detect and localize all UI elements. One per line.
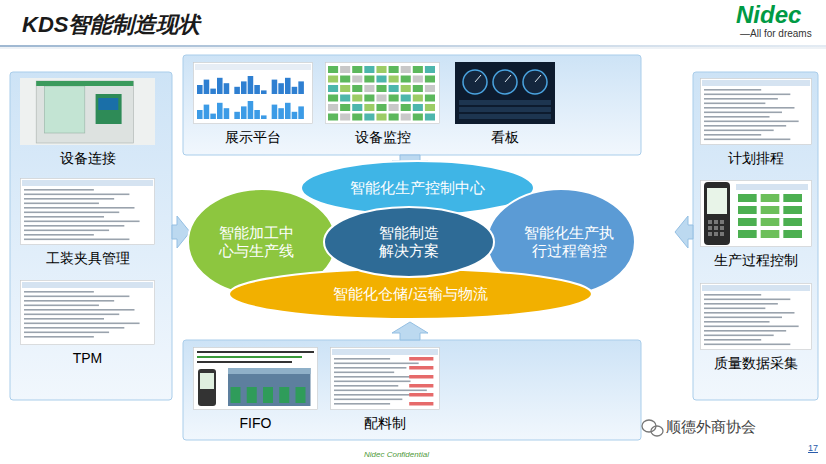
segment-label: 智能加工中心与生产线: [217, 224, 295, 260]
caption: FIFO: [193, 415, 318, 432]
caption: 配料制: [330, 415, 440, 432]
screenshot-image: [20, 178, 155, 245]
screenshot-image: [455, 62, 555, 124]
screenshot-card: 质量数据采集: [700, 283, 812, 372]
left-arrow: [675, 216, 693, 248]
screenshot-card: 计划排程: [700, 78, 812, 167]
caption: 质量数据采集: [700, 355, 812, 372]
center-ellipse: 智能制造解决方案: [323, 206, 495, 278]
watermark: 顺德外商协会: [666, 418, 756, 437]
segment-label: 智能化生产执行过程管控: [523, 224, 616, 260]
screenshot-card: 设备连接: [20, 78, 155, 167]
brand-logo: Nidec: [736, 1, 801, 29]
screenshot-card: 设备监控: [325, 62, 440, 146]
bottom-panel: [183, 340, 641, 440]
caption: 看板: [455, 129, 555, 146]
screenshot-image: [20, 78, 155, 145]
screenshot-card: 配料制: [330, 347, 440, 432]
up-arrow: [392, 322, 428, 340]
screenshot-image: [700, 283, 812, 350]
caption: TPM: [20, 350, 155, 367]
header-rule: [0, 45, 826, 47]
page-number: 17: [808, 443, 818, 453]
right-panel: [693, 72, 818, 400]
slide-title: KDS智能制造现状: [22, 10, 200, 40]
screenshot-image: [193, 62, 313, 124]
header-band: [0, 0, 826, 46]
top-panel: [183, 55, 641, 155]
brand-slogan: —All for dreams: [740, 28, 812, 39]
screenshot-image: [193, 347, 318, 410]
caption: 展示平台: [193, 129, 313, 146]
screenshot-image: [325, 62, 440, 124]
screenshot-card: FIFO: [193, 347, 318, 432]
screenshot-card: TPM: [20, 280, 155, 367]
segment-label: 智能制造解决方案: [377, 224, 442, 260]
left-panel: [10, 72, 172, 400]
confidential-note: Nidec Confidential: [364, 450, 429, 459]
screenshot-card: 生产过程控制: [700, 180, 812, 269]
header-shadow: [0, 47, 826, 49]
caption: 工装夹具管理: [20, 250, 155, 267]
screenshot-image: [700, 180, 812, 247]
caption: 设备连接: [20, 150, 155, 167]
screenshot-image: [20, 280, 155, 345]
screenshot-image: [330, 347, 440, 410]
screenshot-card: 展示平台: [193, 62, 313, 146]
caption: 生产过程控制: [700, 252, 812, 269]
screenshot-card: 看板: [455, 62, 555, 146]
screenshot-card: 工装夹具管理: [20, 178, 155, 267]
caption: 设备监控: [325, 129, 440, 146]
screenshot-image: [700, 78, 812, 145]
segment-label: 智能化仓储/运输与物流: [333, 285, 487, 303]
wechat-icon: [642, 420, 663, 436]
caption: 计划排程: [700, 150, 812, 167]
segment-label: 智能化生产控制中心: [350, 179, 485, 197]
